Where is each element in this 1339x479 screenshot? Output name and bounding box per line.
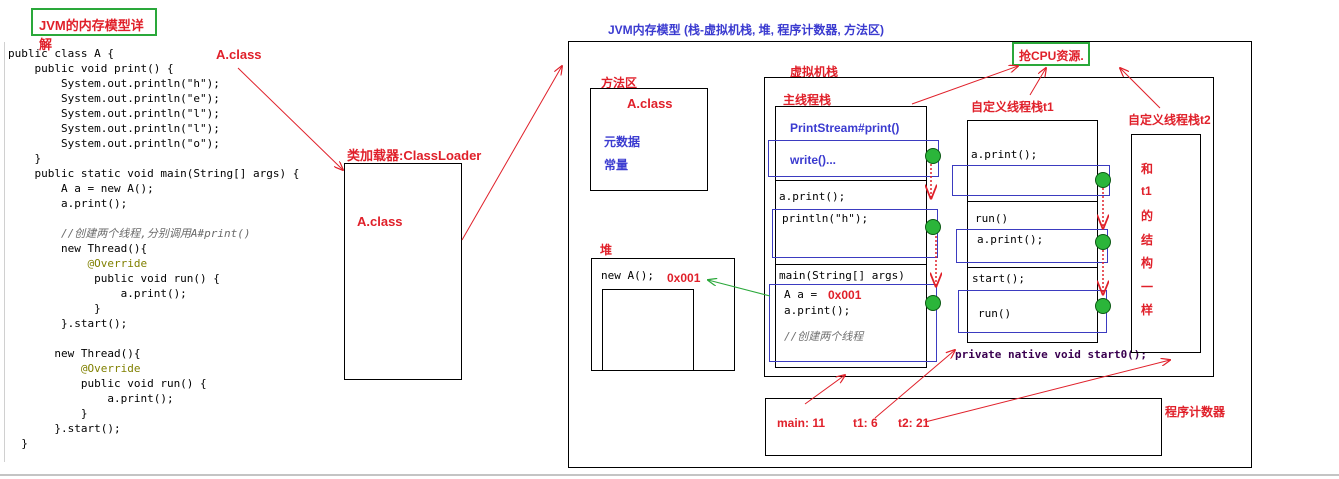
t2-label: 自定义线程栈t2 [1128, 113, 1211, 127]
code-line: public class A { [8, 47, 114, 60]
code-line: } [8, 407, 88, 420]
t1-a-print-inner: a.print(); [977, 233, 1044, 246]
cpu-badge: 抢CPU资源. [1012, 42, 1090, 66]
main-signature: main(String[] args) [779, 269, 905, 282]
code-line: System.out.println("l"); [8, 122, 220, 135]
main-call: a.print(); [784, 304, 851, 317]
pointer-dot-main-println [925, 219, 941, 235]
code-line: public void run() { [8, 272, 220, 285]
frame-divider [775, 180, 927, 181]
main-assign: A a = [784, 288, 824, 301]
code-line: @Override [8, 257, 148, 270]
method-area-metadata: 元数据 [604, 135, 641, 149]
frame-write: write()... [790, 153, 837, 167]
t2-vertical-char: 结 [1141, 232, 1154, 247]
code-line: public void print() { [8, 62, 174, 75]
t2-vertical-char: 和 [1141, 162, 1154, 176]
jvm-title: JVM内存模型 (栈-虚拟机栈, 堆, 程序计数器, 方法区) [608, 23, 885, 37]
main-a-print: a.print(); [779, 190, 846, 203]
pointer-dot-t1-2 [1095, 234, 1111, 250]
cpu-badge-text: 抢CPU资源. [1019, 49, 1084, 63]
t2-stack [1131, 134, 1201, 353]
title-badge-text: JVM的内存模型详解 [39, 18, 144, 52]
code-line: System.out.println("h"); [8, 77, 220, 90]
method-area-label: 方法区 [601, 76, 638, 90]
main-thread-stack [775, 106, 927, 368]
code-line: a.print(); [8, 392, 174, 405]
main-assign-address: 0x001 [828, 288, 862, 302]
heap-code: new A(); [601, 269, 654, 282]
code-class-label: A.class [216, 47, 262, 62]
pc-label: 程序计数器 [1165, 405, 1226, 419]
code-panel: public class A { public void print() { S… [4, 42, 328, 467]
code-line: @Override [8, 362, 141, 375]
pointer-dot-t1-3 [1095, 298, 1111, 314]
code-line: }.start(); [8, 317, 128, 330]
code-gutter-line [4, 42, 5, 462]
code-line: System.out.println("l"); [8, 107, 220, 120]
method-area-box: A.class 元数据 常量 [590, 88, 708, 191]
code-line: }.start(); [8, 422, 121, 435]
t2-vertical-char: 一 [1141, 279, 1154, 294]
t2-vertical-char: 的 [1141, 209, 1154, 223]
jvm-memory-box [568, 41, 1252, 468]
t1-stack [967, 120, 1098, 343]
frame-main-box [769, 284, 937, 362]
pc-main: main: 11 [777, 416, 826, 430]
code-line: System.out.println("o"); [8, 137, 220, 150]
main-comment: //创建两个线程 [784, 330, 864, 343]
frame-print-title: PrintStream#print() [790, 121, 900, 135]
code-line: new Thread(){ [8, 347, 141, 360]
title-badge: JVM的内存模型详解 [31, 8, 157, 52]
t1-start: start(); [972, 272, 1025, 285]
code-line: System.out.println("e"); [8, 92, 220, 105]
code-line: a.print(); [8, 287, 187, 300]
t1-divider-1 [967, 201, 1098, 202]
pc-t2: t2: 21 [898, 416, 930, 430]
vm-stack-label: 虚拟机栈 [790, 65, 839, 79]
heap-object-box [602, 289, 694, 371]
code-line: public static void main(String[] args) { [8, 167, 300, 180]
t1-label: 自定义线程栈t1 [971, 100, 1054, 114]
code-line: new Thread(){ [8, 242, 148, 255]
code-line: a.print(); [8, 197, 128, 210]
heap-label: 堆 [600, 243, 613, 257]
classloader-label: 类加载器:ClassLoader [347, 148, 482, 163]
t1-native: private native void start0(); [955, 348, 1148, 361]
t1-divider-2 [967, 267, 1098, 268]
classloader-content: A.class [357, 214, 403, 229]
pointer-dot-t1-1 [1095, 172, 1111, 188]
t2-vertical-char: 构 [1141, 256, 1154, 270]
pc-t1: t1: 6 [853, 416, 878, 430]
heap-address: 0x001 [667, 271, 701, 285]
code-line: public void run() { [8, 377, 207, 390]
pointer-dot-main-main [925, 295, 941, 311]
code-line: } [8, 302, 101, 315]
t1-run: run() [975, 212, 1009, 225]
code-line: A a = new A(); [8, 182, 154, 195]
method-area-constants: 常量 [604, 158, 629, 172]
t2-vertical-char: 样 [1141, 303, 1154, 317]
code-line: } [8, 152, 42, 165]
heap-box: new A(); 0x001 [591, 258, 735, 371]
pointer-dot-main-write [925, 148, 941, 164]
code-line: //创建两个线程,分别调用A#print() [8, 227, 251, 240]
method-area-class: A.class [627, 96, 673, 111]
t1-a-print-top: a.print(); [971, 148, 1038, 161]
classloader-box: A.class [344, 163, 462, 380]
frame-divider-2 [775, 264, 927, 265]
main-thread-label: 主线程栈 [783, 93, 832, 107]
code-line: } [8, 437, 28, 450]
t1-frame-1 [952, 165, 1110, 196]
main-println-h: println("h"); [782, 212, 869, 225]
t2-vertical-char: t1 [1141, 183, 1152, 198]
t1-run-bottom: run() [978, 307, 1012, 320]
